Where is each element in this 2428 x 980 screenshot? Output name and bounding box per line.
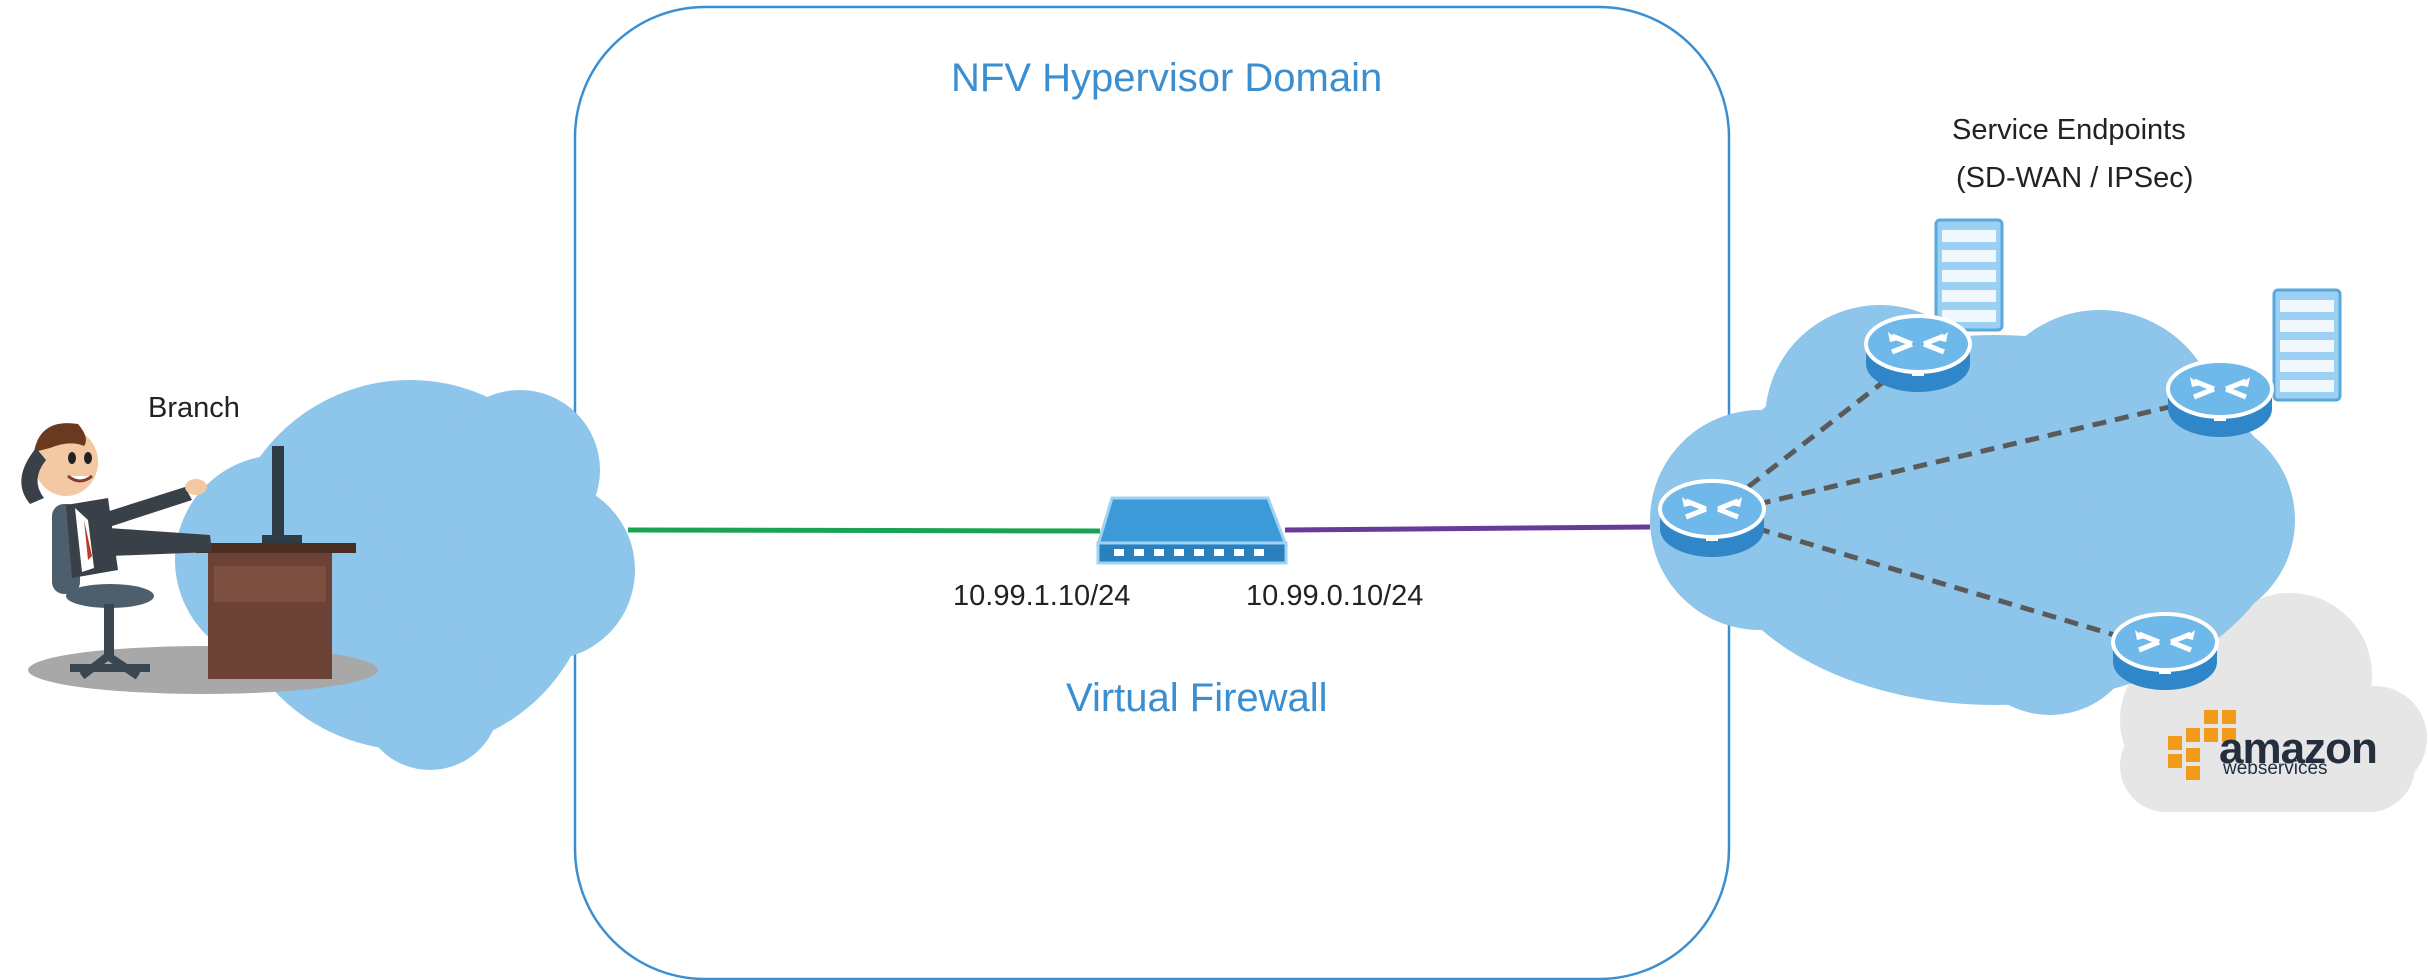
router-icon	[1866, 316, 1970, 392]
wan-cloud	[1650, 305, 2295, 715]
service-endpoints-subtitle: (SD-WAN / IPSec)	[1956, 162, 2194, 194]
domain-title: NFV Hypervisor Domain	[951, 56, 1383, 100]
router-icon	[1660, 481, 1764, 557]
firewall-label: Virtual Firewall	[1066, 676, 1328, 720]
router-icon	[2113, 614, 2217, 690]
aws-logo-subtext: webservices	[2223, 758, 2328, 779]
branch-link	[627, 527, 1101, 534]
firewall-switch-icon	[1095, 496, 1289, 565]
branch-label: Branch	[148, 392, 240, 424]
aws-logo-icon	[2168, 710, 2236, 780]
person-at-desk-icon	[21, 423, 378, 694]
aws-logo-word: amazon	[2219, 724, 2378, 773]
hypervisor-domain-border	[573, 5, 1731, 980]
wan-link	[1284, 524, 1651, 533]
right-interface-ip: 10.99.0.10/24	[1246, 580, 1424, 612]
server-rack-icon	[1934, 218, 2004, 332]
service-endpoints-title: Service Endpoints	[1952, 114, 2186, 146]
router-icon	[2168, 361, 2272, 437]
server-rack-icon	[2272, 288, 2342, 402]
left-interface-ip: 10.99.1.10/24	[953, 580, 1131, 612]
